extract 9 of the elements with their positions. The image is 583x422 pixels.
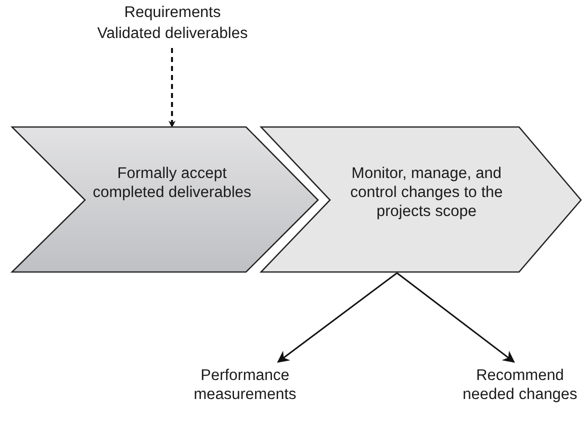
input-label: Requirements <box>123 3 222 22</box>
arrow <box>168 48 176 128</box>
process-text: Formally accept completed deliverables <box>92 164 252 202</box>
input-label: Validated deliverables <box>96 24 249 43</box>
process-text: Monitor, manage, and control changes to the projects scope <box>349 164 504 221</box>
output-label: Recommend needed changes <box>462 366 578 404</box>
arrow <box>277 272 398 363</box>
output-label: Performance measurements <box>192 366 298 404</box>
arrow <box>396 272 515 363</box>
